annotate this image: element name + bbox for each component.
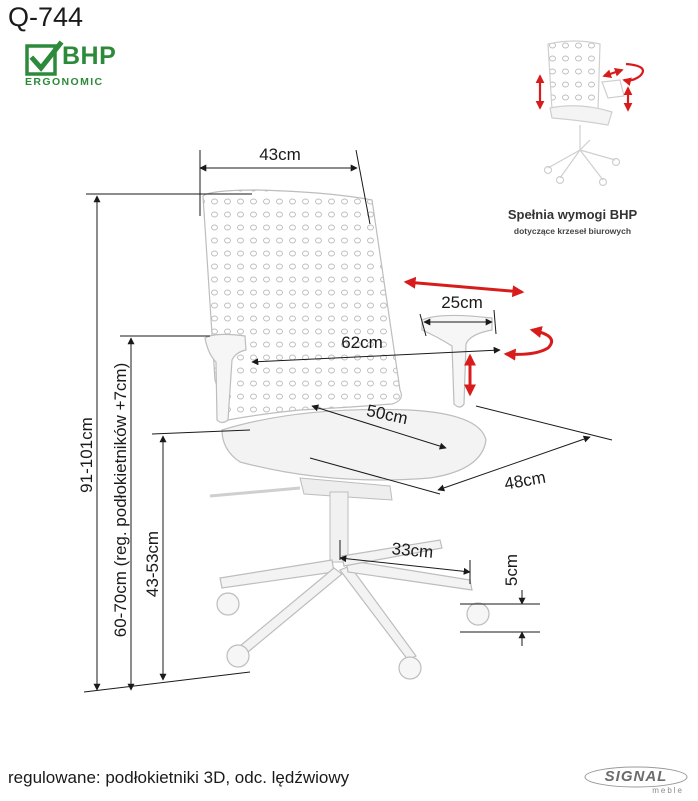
logo-text: BHP [62,42,117,70]
bhp-note-title: Spełnia wymogi BHP [507,207,638,222]
features-text: regulowane: podłokietniki 3D, odc. lędźw… [8,768,350,787]
label-armrest-depth: 25cm [441,293,483,312]
check-icon [25,40,64,76]
brand-logo: SIGNAL meble [584,766,688,796]
label-back-width: 43cm [259,145,301,164]
label-armrest-span: 62cm [341,333,383,352]
adjust-arrow-icon [403,276,553,397]
backrest [202,189,402,421]
bhp-logo: BHP ERGONOMIC [24,38,134,94]
left-armrest [204,333,247,424]
label-armrest-height: 60-70cm (reg. podłokietników +7cm) [111,363,130,637]
seat [221,408,487,481]
label-seat-height: 43-53cm [143,531,162,597]
brand-sub: meble [652,786,684,795]
adjust-arrow-icon [535,62,644,112]
wheels [216,592,490,680]
right-armrest [421,314,493,408]
model-name: Q-744 [8,2,84,32]
label-base-radius: 33cm [391,539,434,562]
label-wheel-height: 5cm [502,554,521,586]
chair-base [219,539,473,661]
label-seat-width: 48cm [503,468,547,494]
brand-name: SIGNAL [604,768,668,785]
bhp-note-subtitle: dotyczące krzeseł biurowych [513,226,632,236]
chair-icon [543,40,625,187]
label-total-height: 91-101cm [77,417,96,493]
logo-subtext: ERGONOMIC [25,76,104,88]
